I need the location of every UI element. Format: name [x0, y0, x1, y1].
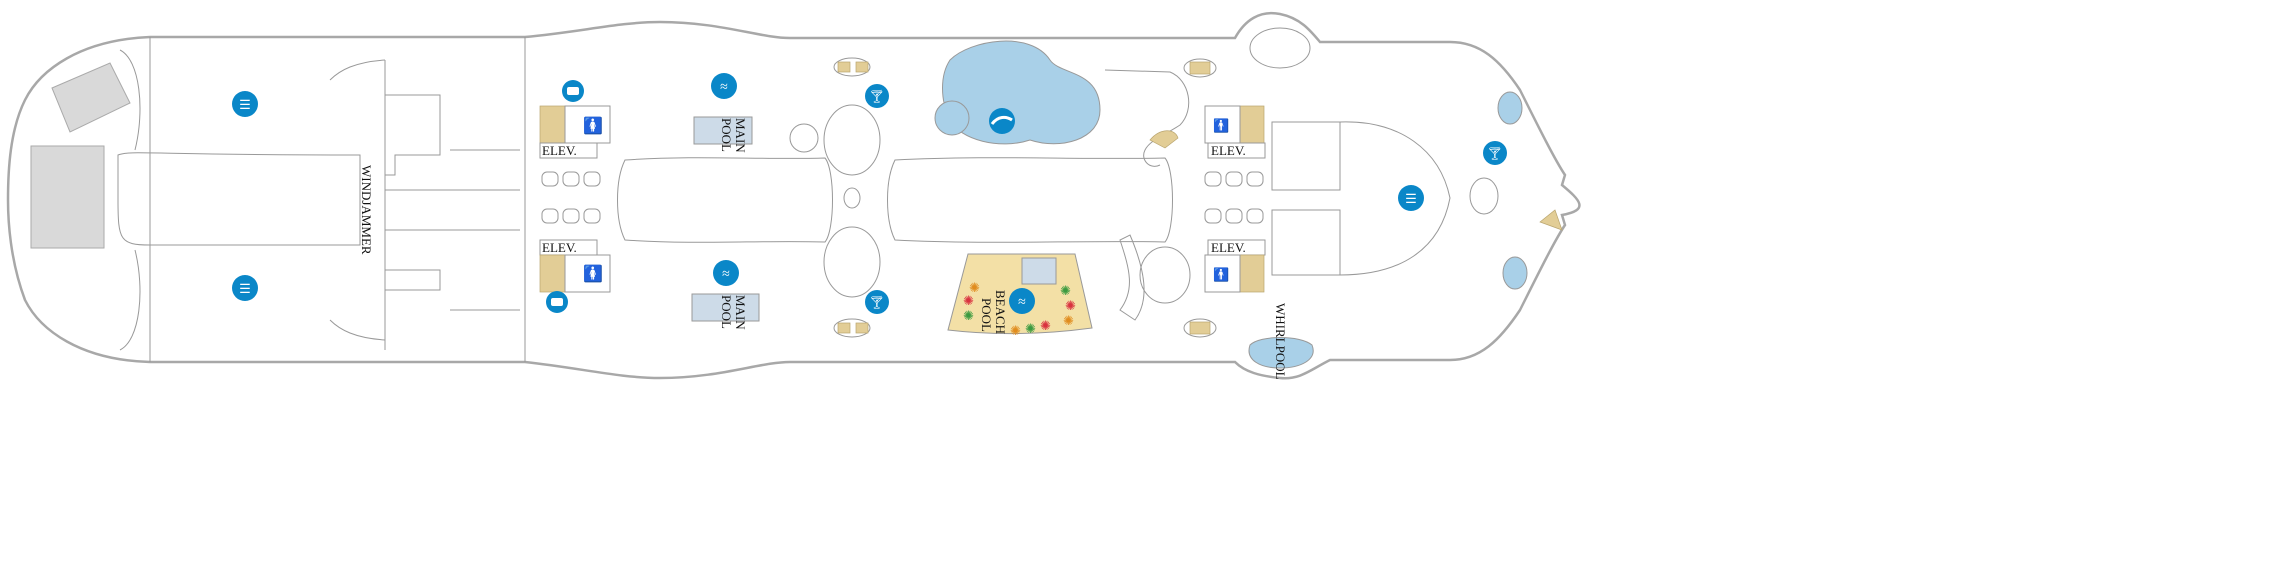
svg-text:🍸︎: 🍸︎ [1487, 146, 1504, 161]
men-restroom-icon: 🚹 [1213, 118, 1229, 133]
svg-text:✺: ✺ [963, 308, 974, 323]
main-pool-label: MAIN [733, 118, 748, 153]
svg-text:≈: ≈ [720, 80, 728, 95]
svg-text:☰: ☰ [239, 97, 251, 112]
deck-plan: WINDJAMMER ELEV. ELEV. 🚺 🚺 MAIN POOL MAI… [6, 11, 1581, 380]
cocktail-icon: 🍸︎ [865, 84, 889, 108]
waterslide-icon [989, 108, 1015, 134]
aft-grey-block [30, 145, 105, 249]
swimming-icon: ≈ [713, 260, 739, 286]
main-pool-top [693, 116, 753, 145]
swimming-icon: ≈ [711, 73, 737, 99]
main-pool-label: MAIN [733, 295, 748, 330]
dining-icon: ☰ [232, 275, 258, 301]
svg-text:✺: ✺ [1063, 313, 1074, 328]
dining-icon: ☰ [232, 91, 258, 117]
ship-hull [6, 11, 1581, 380]
lounge-icon [562, 80, 584, 102]
svg-text:✺: ✺ [1065, 298, 1076, 313]
whirlpool [1248, 337, 1314, 369]
windjammer-label: WINDJAMMER [359, 165, 374, 255]
svg-text:✺: ✺ [969, 280, 980, 295]
svg-text:≈: ≈ [1018, 295, 1026, 310]
main-pool-bottom [691, 293, 760, 322]
dining-icon: ☰ [1398, 185, 1424, 211]
lounge-icon [546, 291, 568, 313]
umbrella-icon: ✺✺✺ ✺✺✺ ✺✺✺ [963, 280, 1076, 338]
svg-text:≈: ≈ [722, 267, 730, 282]
svg-text:✺: ✺ [1010, 323, 1021, 338]
women-restroom-icon: 🚺 [583, 264, 603, 283]
aft-grey-panel [51, 62, 131, 133]
elev-label: ELEV. [542, 143, 577, 158]
swimming-icon: ≈ [1009, 288, 1035, 314]
elev-label: ELEV. [542, 240, 577, 255]
main-pool-label: POOL [719, 295, 734, 329]
cocktail-icon: 🍸︎ [1483, 141, 1507, 165]
women-restroom-icon: 🚺 [583, 116, 603, 135]
cocktail-icon: 🍸︎ [865, 290, 889, 314]
svg-text:🍸︎: 🍸︎ [869, 295, 886, 310]
svg-text:✺: ✺ [1040, 318, 1051, 333]
beach-pool-label: POOL [979, 298, 994, 332]
elev-label: ELEV. [1211, 240, 1246, 255]
beach-pool-label: BEACH [993, 290, 1008, 334]
svg-text:✺: ✺ [1060, 283, 1071, 298]
main-pool-label: POOL [719, 118, 734, 152]
svg-text:✺: ✺ [963, 293, 974, 308]
svg-text:☰: ☰ [1405, 191, 1417, 206]
svg-text:✺: ✺ [1025, 321, 1036, 336]
elev-label: ELEV. [1211, 143, 1246, 158]
svg-text:☰: ☰ [239, 281, 251, 296]
men-restroom-icon: 🚹 [1213, 267, 1229, 282]
svg-text:🍸︎: 🍸︎ [869, 89, 886, 104]
whirlpool-label: WHIRLPOOL [1273, 303, 1288, 380]
